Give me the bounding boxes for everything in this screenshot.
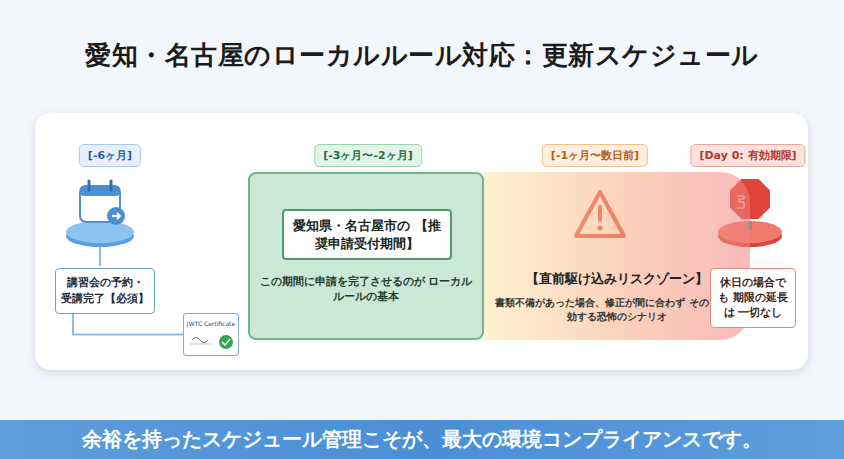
calendar-icon xyxy=(66,181,134,247)
stage-label: [-6ヶ月] xyxy=(79,144,141,167)
node-text: 講習会の予約・ 受講完了【必須】 xyxy=(61,275,149,307)
node-text: 休日の場合でも 期限の延長は 一切なし xyxy=(716,275,790,321)
footer-band: 余裕を持ったスケジュール管理こそが、最大の環境コンプライアンスです。 xyxy=(0,420,844,459)
node-body-text: 書類不備があった場合、修正が間に合わず そのまま失効する恐怖のシナリオ xyxy=(494,296,740,324)
node-text: 愛知県・名古屋市の 【推奨申請受付期間】 xyxy=(290,217,444,252)
node-text: [Day 0: 有効期限] xyxy=(699,148,796,163)
step-box: 講習会の予約・ 受講完了【必須】 xyxy=(55,268,155,314)
period-panel: この期間に申請を完了させるのが ローカルルールの基本 愛知県・名古屋市の 【推奨申… xyxy=(248,172,484,340)
stage-label: [-3ヶ月〜-2ヶ月] xyxy=(314,144,422,167)
card-panel xyxy=(35,113,808,370)
connector-line xyxy=(73,314,183,335)
certificate-card: JWTC Certificate xyxy=(183,313,239,356)
node-text: この期間に申請を完了させるのが ローカルルールの基本 xyxy=(258,274,474,304)
period-box: 愛知県・名古屋市の 【推奨申請受付期間】 xyxy=(282,209,452,260)
leader-line xyxy=(99,247,101,266)
node-text: [-1ヶ月〜数日前] xyxy=(551,148,639,163)
node-text: [-6ヶ月] xyxy=(88,148,132,163)
deadline-box: 休日の場合でも 期限の延長は 一切なし xyxy=(710,268,796,328)
node-text: JWTC Certificate xyxy=(184,320,238,327)
node-text: 【直前駆け込みリスクゾーン】 xyxy=(494,270,740,288)
stage-label: [-1ヶ月〜数日前] xyxy=(542,144,648,167)
node-text: [-3ヶ月〜-2ヶ月] xyxy=(323,148,413,163)
stage-label: [Day 0: 有効期限] xyxy=(690,144,805,167)
page-title: 愛知・名古屋のローカルルール対応：更新スケジュール xyxy=(0,38,844,73)
certificate-seal xyxy=(184,328,236,352)
caption-text: 余裕を持ったスケジュール管理こそが、最大の環境コンプライアンスです。 xyxy=(0,420,844,459)
